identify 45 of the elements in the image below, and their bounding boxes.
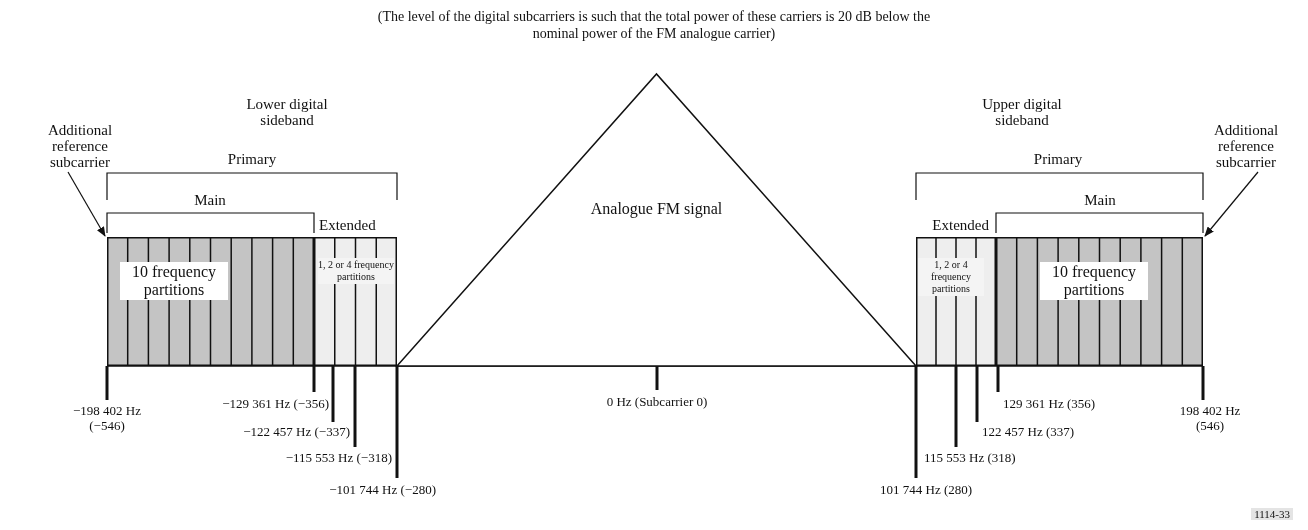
band-heading: Main <box>1084 192 1116 208</box>
frequency-label: 115 553 Hz (318) <box>924 450 1016 465</box>
frequency-label: −101 744 Hz (−280) <box>329 482 436 497</box>
leader-line <box>1201 366 1205 400</box>
leader-line <box>954 366 958 447</box>
frequency-label: −198 402 Hz (−546) <box>67 403 147 433</box>
leader-line <box>395 366 399 478</box>
leader-line <box>105 366 109 400</box>
frequency-label: −115 553 Hz (−318) <box>285 450 392 465</box>
leader-line <box>353 366 357 447</box>
band-heading: Main <box>194 192 226 208</box>
band-heading: Extended <box>932 217 989 233</box>
frequency-label: −129 361 Hz (−356) <box>222 396 329 411</box>
partition-band <box>996 237 1203 366</box>
leader-arrow <box>1204 171 1259 237</box>
frequency-label: 129 361 Hz (356) <box>1003 396 1096 411</box>
frequency-label: 0 Hz (Subcarrier 0) <box>602 394 712 409</box>
leader-line <box>975 366 979 422</box>
partition-band <box>314 237 397 366</box>
leader-line <box>312 366 316 392</box>
partition-band <box>107 237 314 366</box>
band-heading: Primary <box>1033 151 1083 167</box>
frequency-label: 101 744 Hz (280) <box>880 482 973 497</box>
band-label: 1, 2 or 4 frequency partitions <box>318 258 394 284</box>
leader-line <box>996 366 1000 392</box>
frequency-label: 198 402 Hz (546) <box>1170 403 1250 433</box>
band-heading: Upper digital sideband <box>981 96 1063 128</box>
leader-line <box>655 366 659 390</box>
callout-text: Additional reference subcarrier <box>1196 122 1296 170</box>
band-heading: Lower digital sideband <box>245 96 329 128</box>
figure-number: 1114-33 <box>1251 508 1293 520</box>
frequency-label: −122 457 Hz (−337) <box>243 424 350 439</box>
band-heading: Extended <box>319 217 376 233</box>
frequency-label: 122 457 Hz (337) <box>982 424 1075 439</box>
band-heading: Primary <box>227 151 277 167</box>
signal-label: Analogue FM signal <box>589 200 724 218</box>
band-label: 1, 2 or 4 frequency partitions <box>918 258 984 296</box>
leader-line <box>331 366 335 422</box>
title-note: (The level of the digital subcarriers is such that the total power of these carriers is 20 dB below the nominal power of the FM analogue carrier) <box>376 8 932 42</box>
band-label: 10 frequency partitions <box>120 262 228 300</box>
partition-band <box>916 237 996 366</box>
leader-arrow <box>67 171 106 237</box>
band-label: 10 frequency partitions <box>1040 262 1148 300</box>
leader-line <box>914 366 918 478</box>
callout-text: Additional reference subcarrier <box>30 122 130 170</box>
